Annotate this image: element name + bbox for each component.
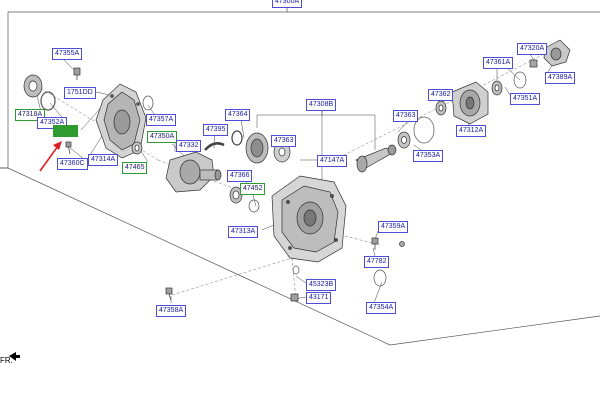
washer-47355a-part	[23, 74, 43, 98]
actuator-47320a-part	[529, 39, 571, 68]
plug-47782-part	[399, 241, 405, 247]
part-label-47332[interactable]: 47332	[176, 140, 202, 152]
bearing-47363-part	[397, 131, 411, 149]
part-label-47355a[interactable]: 47355A	[52, 48, 83, 60]
assembly-frame	[0, 3, 600, 346]
part-label-47360c[interactable]: 47360C	[57, 158, 88, 170]
plug-43171-part	[290, 265, 300, 302]
part-label-47350a[interactable]: 47350A	[147, 131, 178, 143]
transfer-case-47313a-part	[271, 175, 347, 263]
part-label-47314a[interactable]: 47314A	[88, 154, 119, 166]
part-label-47351a[interactable]: 47351A	[510, 93, 541, 105]
input-shaft-part	[355, 144, 397, 173]
part-label-47320a[interactable]: 47320A	[517, 43, 548, 55]
part-label-47357a[interactable]: 47357A	[146, 114, 177, 126]
part-label-47465[interactable]: 47465	[122, 162, 148, 174]
part-label-47354a[interactable]: 47354A	[366, 302, 397, 314]
part-label-47147a[interactable]: 47147A	[317, 155, 348, 167]
part-label-47358a[interactable]: 47358A	[156, 305, 187, 317]
bearing-47465-part	[131, 141, 143, 155]
part-label-47782[interactable]: 47782	[364, 256, 390, 268]
bolt-1751dd-part	[73, 67, 81, 80]
oil-seal-47351a-part	[513, 71, 527, 89]
pointer-arrow	[39, 141, 62, 172]
part-label-43171[interactable]: 43171	[306, 292, 332, 304]
front-marker-label: FR.	[0, 356, 13, 365]
ring-47366-part	[229, 186, 260, 213]
drive-gear-47308b-part	[245, 132, 291, 164]
ring-47357a-part	[142, 95, 154, 111]
part-label-47313a[interactable]: 47313A	[228, 226, 259, 238]
o-ring-47354a-part	[373, 269, 387, 287]
case-cover-47314a-part	[95, 83, 147, 159]
part-label-47312a[interactable]: 47312A	[456, 125, 487, 137]
part-label-47361a[interactable]: 47361A	[483, 57, 514, 69]
ring-47362-part	[435, 100, 447, 116]
part-label-47353a[interactable]: 47353A	[413, 150, 444, 162]
oil-seal-47318a-part	[40, 91, 56, 111]
assembly-label-47300a[interactable]: 47300A	[272, 0, 303, 8]
o-ring-47353a-part	[413, 116, 435, 144]
output-shaft-47332-part	[165, 151, 222, 193]
part-label-47363-right[interactable]: 47363	[393, 110, 419, 122]
part-label-47353-highlighted[interactable]: 47353	[53, 125, 79, 137]
bolt-47358a-part	[165, 287, 173, 301]
part-label-47364[interactable]: 47364	[225, 109, 251, 121]
part-label-1751dd[interactable]: 1751DD	[64, 87, 96, 99]
front-direction-arrow-icon	[9, 352, 20, 361]
snap-ring-47364-part	[231, 130, 243, 146]
chain-47395-part	[204, 142, 225, 151]
parts	[23, 39, 571, 302]
part-label-47359a[interactable]: 47359A	[378, 221, 409, 233]
part-label-47395[interactable]: 47395	[203, 124, 229, 136]
bolt-47359a-part	[371, 237, 379, 250]
part-label-47389a[interactable]: 47389A	[545, 72, 576, 84]
part-label-47308b[interactable]: 47308B	[306, 99, 337, 111]
rear-housing-47312a-part	[451, 81, 489, 125]
part-label-47362[interactable]: 47362	[428, 89, 454, 101]
part-label-47363[interactable]: 47363	[271, 135, 297, 147]
part-label-47366[interactable]: 47366	[227, 170, 253, 182]
bolt-47360c-part	[65, 141, 72, 155]
part-label-47452[interactable]: 47452	[240, 183, 266, 195]
ring-47361a-part	[491, 80, 503, 96]
part-label-45323b[interactable]: 45323B	[306, 279, 337, 291]
